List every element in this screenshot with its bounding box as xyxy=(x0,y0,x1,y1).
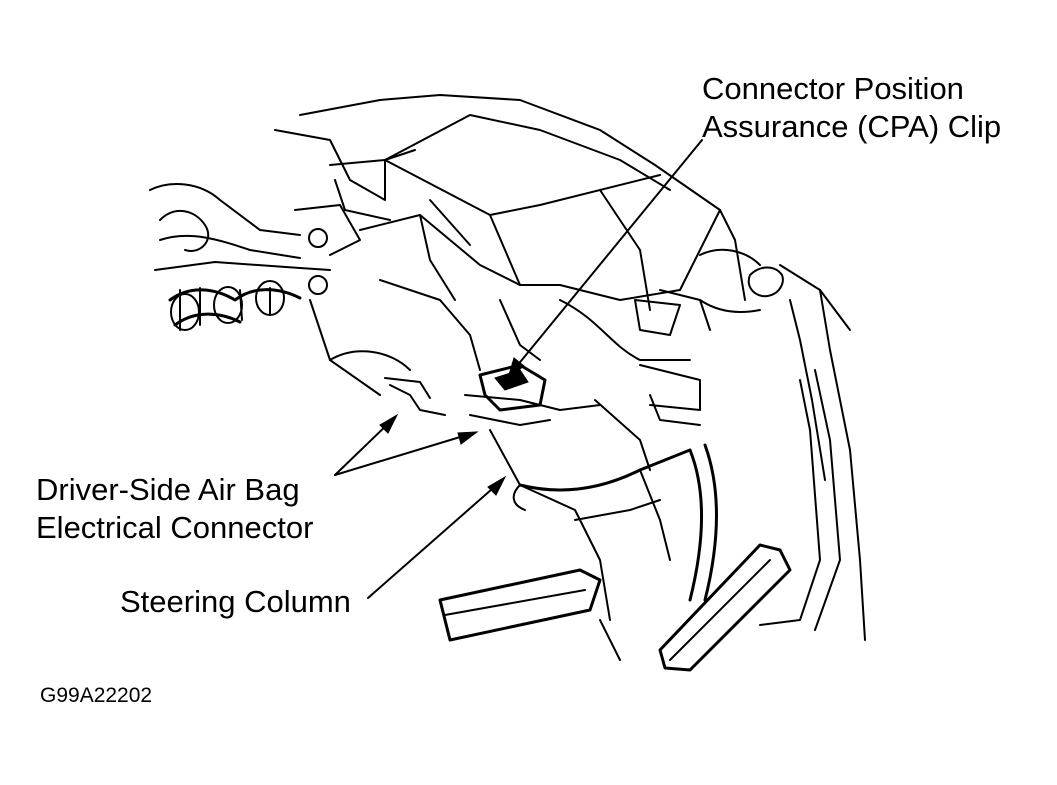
airbag-arrowhead-2 xyxy=(457,431,479,445)
airbag-connector-label: Driver-Side Air Bag Electrical Connector xyxy=(36,471,313,547)
instrument-panel-drawing xyxy=(274,94,866,641)
airbag-leader-line-1 xyxy=(334,419,393,476)
cpa-clip-label: Connector Position Assurance (CPA) Clip xyxy=(702,70,1001,146)
steering-arrowhead xyxy=(487,475,507,496)
leader-lines xyxy=(334,139,703,599)
cpa-clip-label-line-2: Assurance (CPA) Clip xyxy=(702,109,1002,144)
pedals-drawing xyxy=(438,369,841,672)
wiring-harness-drawing xyxy=(149,183,411,396)
cpa-clip-label-line-1: Connector Position xyxy=(702,71,964,106)
airbag-connector-label-line-2: Electrical Connector xyxy=(36,510,314,545)
steering-column-label: Steering Column xyxy=(120,584,351,619)
airbag-connector-label-line-1: Driver-Side Air Bag xyxy=(36,472,300,507)
steering-column-drawing xyxy=(489,399,692,661)
steering-leader-line xyxy=(367,481,501,599)
figure-code: G99A22202 xyxy=(40,684,153,707)
connector-assembly-drawing xyxy=(384,289,761,426)
cpa-leader-line xyxy=(511,139,703,373)
cpa-arrowhead xyxy=(507,357,525,380)
airbag-arrowhead-1 xyxy=(379,413,399,434)
airbag-leader-line-2 xyxy=(334,433,471,476)
